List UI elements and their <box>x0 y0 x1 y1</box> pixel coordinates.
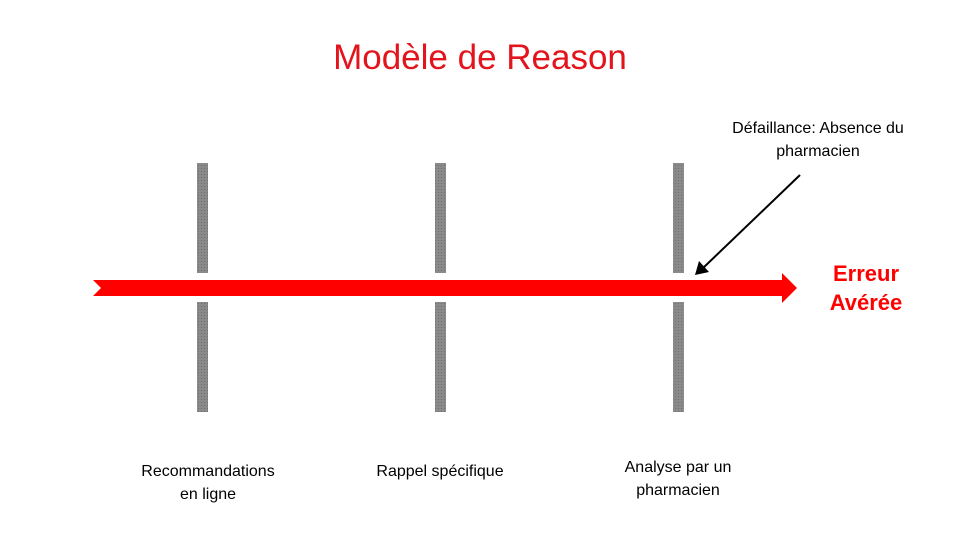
result-label: Erreur Avérée <box>810 259 922 317</box>
barrier-2-upper <box>435 163 446 273</box>
barrier-1-label-line-2: en ligne <box>179 486 237 503</box>
failure-label-line-2: pharmacien <box>776 143 860 160</box>
slide-title: Modèle de Reason <box>333 38 627 77</box>
barrier-2-label: Rappel spécifique <box>350 460 530 483</box>
error-trajectory-arrow <box>93 273 797 303</box>
barrier-3-label-line-2: pharmacien <box>636 482 720 499</box>
barrier-3-label-line-1: Analyse par un <box>624 459 732 476</box>
failure-pointer-arrow <box>695 174 801 275</box>
barrier-3-lower <box>673 302 684 412</box>
barrier-1-label: Recommandations en ligne <box>118 460 298 506</box>
failure-label-line-1: Défaillance: Absence du <box>732 120 904 137</box>
barrier-1 <box>197 163 208 412</box>
barrier-1-lower <box>197 302 208 412</box>
barrier-3-label: Analyse par un pharmacien <box>588 456 768 502</box>
barrier-2-lower <box>435 302 446 412</box>
barrier-3-upper <box>673 163 684 273</box>
result-label-line-2: Avérée <box>829 290 903 315</box>
barrier-2 <box>435 163 446 412</box>
result-label-line-1: Erreur <box>832 261 900 286</box>
failure-label: Défaillance: Absence du pharmacien <box>706 117 930 163</box>
barrier-3 <box>673 163 684 412</box>
barrier-1-upper <box>197 163 208 273</box>
barrier-2-label-line-1: Rappel spécifique <box>376 463 504 480</box>
barrier-1-label-line-1: Recommandations <box>141 463 275 480</box>
